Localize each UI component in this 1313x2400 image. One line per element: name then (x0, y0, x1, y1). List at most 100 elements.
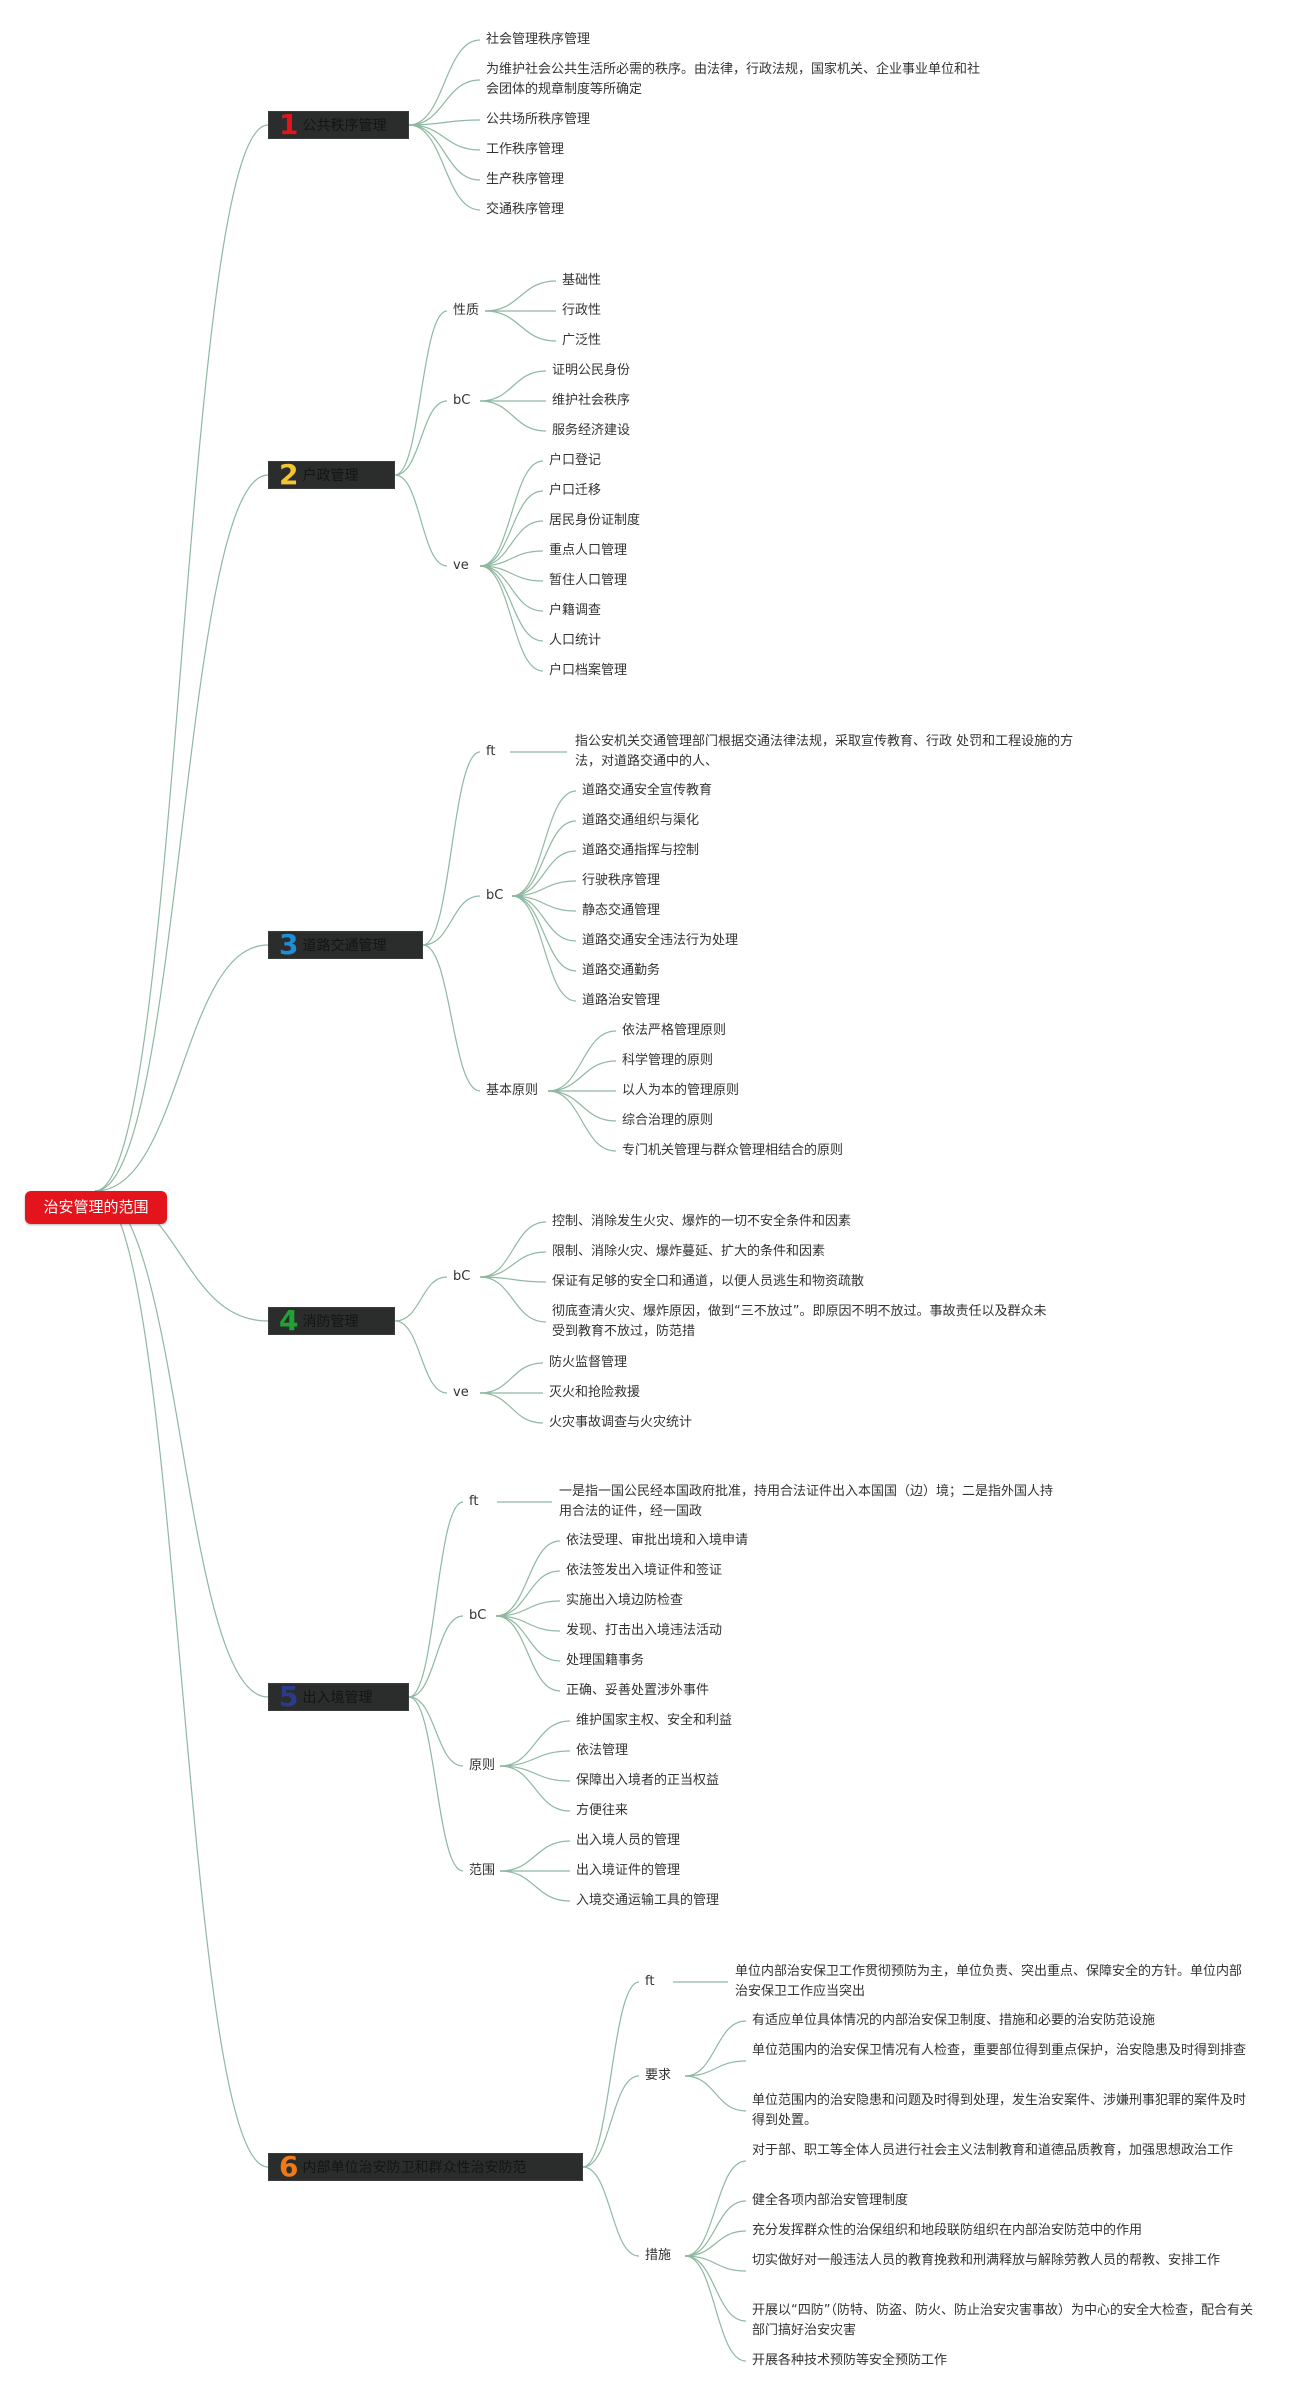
leaf-node[interactable]: 处理国籍事务 (566, 1653, 645, 1668)
leaf-node[interactable]: 依法签发出入境证件和签证 (566, 1563, 723, 1578)
leaf-node[interactable]: 保证有足够的安全口和通道，以便人员逃生和物资疏散 (552, 1274, 865, 1289)
group-node[interactable]: 基本原则 (486, 1083, 539, 1098)
group-node[interactable]: ft (645, 1974, 655, 1989)
leaf-node[interactable]: 为维护社会公共生活所必需的秩序。由法律，行政法规，国家机关、企业事业单位和社会团… (486, 62, 981, 97)
leaf-node[interactable]: 指公安机关交通管理部门根据交通法律法规，采取宣传教育、行政 处罚和工程设施的方法… (575, 734, 1074, 769)
leaf-node[interactable]: 依法严格管理原则 (622, 1023, 727, 1038)
leaf-node[interactable]: 生产秩序管理 (486, 172, 565, 187)
leaf-node[interactable]: 切实做好对一般违法人员的教育挽救和刑满释放与解除劳教人员的帮教、安排工作 (752, 2253, 1221, 2268)
leaf-node[interactable]: 广泛性 (562, 333, 602, 348)
connector (582, 2166, 640, 2257)
group-node[interactable]: ve (453, 1385, 469, 1400)
leaf-node[interactable]: 户口迁移 (549, 483, 602, 498)
category-3[interactable]: 3 道路交通管理 (268, 931, 423, 959)
leaf-node[interactable]: 有适应单位具体情况的内部治安保卫制度、措施和必要的治安防范设施 (752, 2013, 1156, 2028)
leaf-node[interactable]: 控制、消除发生火灾、爆炸的一切不安全条件和因素 (552, 1214, 852, 1229)
leaf-node[interactable]: 暂住人口管理 (549, 573, 628, 588)
category-label: 内部单位治安防卫和群众性治安防范 (302, 2160, 527, 2176)
connector (394, 1320, 448, 1394)
leaf-node[interactable]: 户口档案管理 (549, 663, 628, 678)
connector (422, 751, 481, 946)
leaf-node[interactable]: 行政性 (562, 303, 602, 318)
connector (408, 1501, 464, 1698)
group-node[interactable]: bC (469, 1608, 487, 1623)
category-2[interactable]: 2 户政管理 (268, 461, 395, 489)
leaf-node[interactable]: 依法管理 (576, 1743, 629, 1758)
category-4[interactable]: 4 消防管理 (268, 1307, 395, 1335)
leaf-node[interactable]: 户籍调查 (549, 603, 602, 618)
leaf-node[interactable]: 道路治安管理 (582, 993, 661, 1008)
leaf-node[interactable]: 道路交通勤务 (582, 963, 661, 978)
group-node[interactable]: 要求 (645, 2068, 672, 2083)
leaf-node[interactable]: 以人为本的管理原则 (622, 1083, 740, 1098)
group-node[interactable]: bC (486, 888, 504, 903)
leaf-node[interactable]: 维护社会秩序 (552, 393, 631, 408)
leaf-node[interactable]: 实施出入境边防检查 (566, 1593, 684, 1608)
category-6[interactable]: 6 内部单位治安防卫和群众性治安防范 (268, 2153, 583, 2181)
leaf-node[interactable]: 出入境人员的管理 (576, 1833, 681, 1848)
leaf-node[interactable]: 入境交通运输工具的管理 (576, 1893, 720, 1908)
group-node[interactable]: ft (469, 1494, 479, 1509)
leaf-node[interactable]: 静态交通管理 (582, 903, 661, 918)
group-node[interactable]: 范围 (469, 1863, 496, 1878)
leaf-node[interactable]: 限制、消除火灾、爆炸蔓延、扩大的条件和因素 (552, 1244, 826, 1259)
leaf-node[interactable]: 道路交通指挥与控制 (582, 843, 700, 858)
group-node[interactable]: ft (486, 744, 496, 759)
leaf-node[interactable]: 社会管理秩序管理 (486, 32, 591, 47)
category-label: 公共秩序管理 (302, 118, 387, 134)
leaf-node[interactable]: 开展以“四防”（防特、防盗、防火、防止治安灾害事故）为中心的安全大检查，配合有关… (752, 2303, 1253, 2338)
leaf-node[interactable]: 重点人口管理 (549, 543, 628, 558)
leaf-node[interactable]: 开展各种技术预防等安全预防工作 (752, 2353, 948, 2368)
leaf-node[interactable]: 维护国家主权、安全和利益 (576, 1713, 733, 1728)
leaf-node[interactable]: 户口登记 (549, 453, 602, 468)
leaf-node[interactable]: 正确、妥善处置涉外事件 (566, 1683, 710, 1698)
leaf-node[interactable]: 火灾事故调查与火灾统计 (549, 1415, 693, 1430)
leaf-node[interactable]: 公共场所秩序管理 (486, 112, 591, 127)
leaf-node[interactable]: 彻底查清火灾、爆炸原因，做到“三不放过”。即原因不明不放过。事故责任以及群众未受… (552, 1304, 1047, 1339)
leaf-node[interactable]: 道路交通安全违法行为处理 (582, 933, 739, 948)
group-node[interactable]: 措施 (645, 2248, 672, 2263)
leaf-node[interactable]: 充分发挥群众性的治保组织和地段联防组织在内部治安防范中的作用 (752, 2223, 1143, 2238)
leaf-node[interactable]: 防火监督管理 (549, 1355, 628, 1370)
leaf-node[interactable]: 依法受理、审批出境和入境申请 (566, 1533, 749, 1548)
leaf-node[interactable]: 健全各项内部治安管理制度 (752, 2193, 909, 2208)
leaf-node[interactable]: 出入境证件的管理 (576, 1863, 681, 1878)
leaf-node[interactable]: 方便往来 (576, 1803, 629, 1818)
group-node[interactable]: 性质 (453, 303, 480, 318)
leaf-node[interactable]: 道路交通安全宣传教育 (582, 783, 713, 798)
leaf-node[interactable]: 一是指一国公民经本国政府批准，持用合法证件出入本国国（边）境；二是指外国人持用合… (559, 1484, 1054, 1519)
leaf-node[interactable]: 专门机关管理与群众管理相结合的原则 (622, 1143, 844, 1158)
leaf-node[interactable]: 服务经济建设 (552, 423, 631, 438)
leaf-node[interactable]: 单位范围内的治安隐患和问题及时得到处理，发生治安案件、涉嫌刑事犯罪的案件及时得到… (752, 2093, 1247, 2128)
leaf-node[interactable]: 基础性 (562, 273, 602, 288)
group-node[interactable]: 原则 (469, 1758, 496, 1773)
category-5[interactable]: 5 出入境管理 (268, 1683, 409, 1711)
group-node[interactable]: bC (453, 393, 471, 408)
connector (479, 565, 544, 672)
connector (394, 310, 448, 476)
group-node[interactable]: bC (453, 1269, 471, 1284)
leaf-node[interactable]: 综合治理的原则 (622, 1113, 714, 1128)
leaf-node[interactable]: 道路交通组织与渠化 (582, 813, 700, 828)
leaf-node[interactable]: 居民身份证制度 (549, 513, 641, 528)
group-node[interactable]: ve (453, 558, 469, 573)
leaf-node[interactable]: 证明公民身份 (552, 363, 631, 378)
leaf-node[interactable]: 灭火和抢险救援 (549, 1385, 641, 1400)
category-1[interactable]: 1 公共秩序管理 (268, 111, 409, 139)
leaf-node[interactable]: 交通秩序管理 (486, 202, 565, 217)
category-number: 3 (279, 928, 299, 961)
root-topic[interactable]: 治安管理的范围 (25, 1191, 167, 1224)
connector (511, 820, 577, 897)
leaf-node[interactable]: 行驶秩序管理 (582, 873, 661, 888)
leaf-node[interactable]: 单位内部治安保卫工作贯彻预防为主，单位负责、突出重点、保障安全的方针。单位内部治… (735, 1964, 1243, 1999)
connector (408, 1696, 464, 1872)
leaf-node[interactable]: 人口统计 (549, 633, 602, 648)
connector (495, 1540, 561, 1617)
leaf-node[interactable]: 发现、打击出入境违法活动 (566, 1623, 723, 1638)
leaf-node[interactable]: 对于部、职工等全体人员进行社会主义法制教育和道德品质教育，加强思想政治工作 (752, 2143, 1234, 2158)
leaf-node[interactable]: 工作秩序管理 (486, 142, 565, 157)
leaf-node[interactable]: 科学管理的原则 (622, 1053, 714, 1068)
leaf-node[interactable]: 保障出入境者的正当权益 (576, 1773, 720, 1788)
leaf-node[interactable]: 单位范围内的治安保卫情况有人检查，重要部位得到重点保护，治安隐患及时得到排查 (752, 2043, 1247, 2058)
